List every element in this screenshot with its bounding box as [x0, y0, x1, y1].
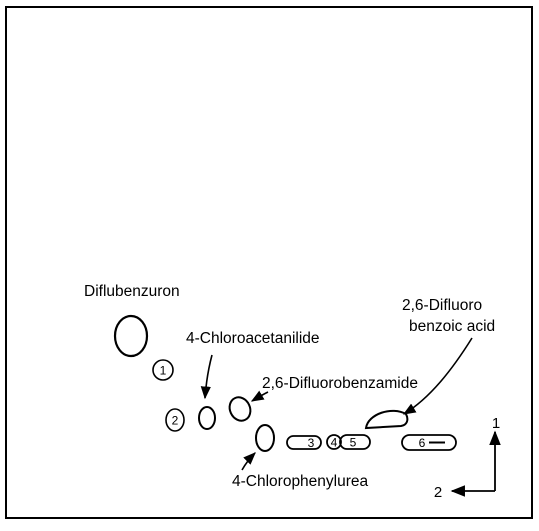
spot-difluorobenzamide: [226, 394, 254, 424]
spot-3: 3: [287, 436, 321, 450]
spot-number-2: 2: [172, 414, 179, 428]
plate-border: [6, 7, 532, 518]
spot-difluorobenzoic-acid: [366, 411, 407, 428]
spot-number-4: 4: [331, 436, 338, 450]
spot-number-1: 1: [160, 364, 167, 378]
spot-6: 6: [402, 435, 456, 450]
spot-1: 1: [153, 360, 173, 380]
spot-5: 5: [340, 435, 370, 450]
development-axes: 1 2: [434, 415, 500, 501]
spot-number-3: 3: [308, 436, 315, 450]
spot-chloroacetanilide: [199, 407, 215, 429]
spot-2: 2: [166, 409, 184, 431]
label-difluorobenzoic-line2: benzoic acid: [409, 318, 495, 335]
spot-chlorophenylurea: [256, 425, 274, 451]
label-chlorophenylurea: 4-Chlorophenylurea: [232, 473, 369, 490]
arrow-difluorobenzamide: [252, 392, 268, 401]
arrow-chlorophenylurea: [242, 453, 255, 470]
label-diflubenzuron: Diflubenzuron: [84, 283, 180, 300]
spot-4: 4: [327, 435, 341, 450]
spot-diflubenzuron: [115, 316, 147, 356]
spot-number-6: 6: [419, 436, 426, 450]
arrow-chloroacetanilide: [205, 355, 212, 398]
label-difluorobenzoic-line1: 2,6-Difluoro: [402, 297, 482, 314]
axis-label-1: 1: [492, 415, 500, 432]
label-difluorobenzamide: 2,6-Difluorobenzamide: [262, 375, 418, 392]
spot-number-5: 5: [350, 436, 357, 450]
label-chloroacetanilide: 4-Chloroacetanilide: [186, 330, 320, 347]
axis-label-2: 2: [434, 484, 442, 501]
